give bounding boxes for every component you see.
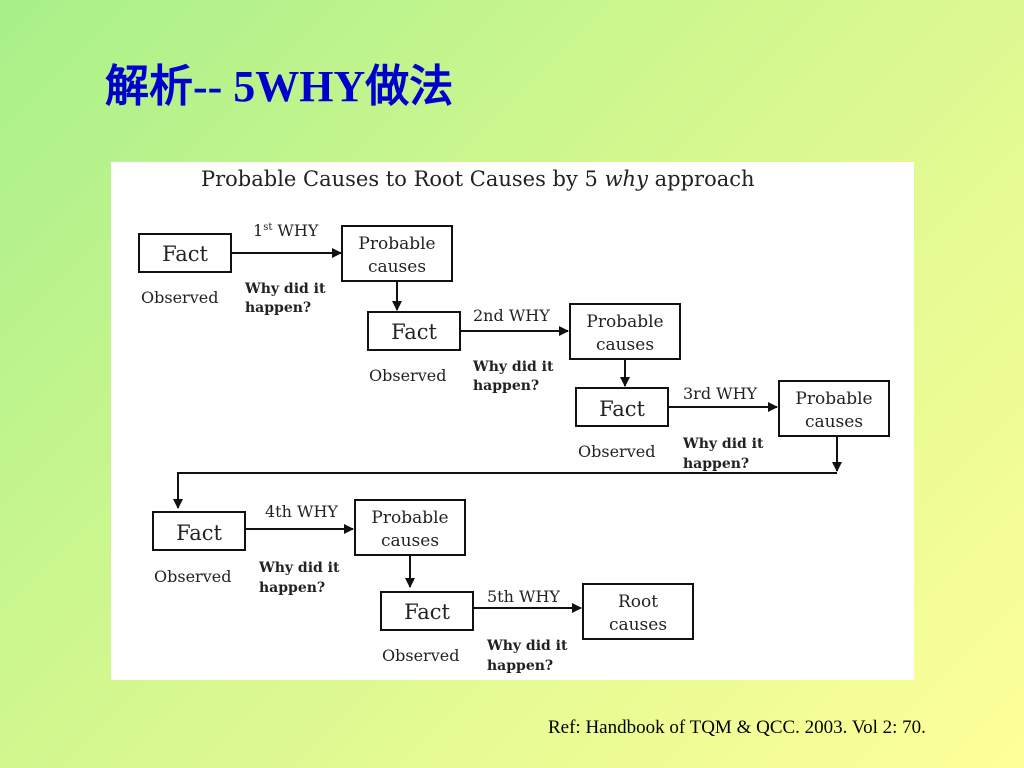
observed-label-1: Observed [141,288,218,307]
fact-label-4: Fact [176,521,222,545]
observed-label-4: Observed [154,567,231,586]
fact-label-5: Fact [404,600,450,624]
question-5-line2: happen? [487,658,553,674]
diagram-panel: Probable Causes to Root Causes by 5 why … [111,162,914,680]
question-1-line2: happen? [245,300,311,316]
observed-label-5: Observed [382,646,459,665]
result-2-line1: Probable [586,312,663,332]
result-4-line1: Probable [371,508,448,528]
result-4-line2: causes [381,531,439,551]
question-4-line2: happen? [259,580,325,596]
result-5-line2: causes [609,615,667,635]
fact-label-1: Fact [162,242,208,266]
why-label-5: 5th WHY [487,587,560,606]
result-1-line1: Probable [358,234,435,254]
root-causes-box [582,583,694,640]
result-5-line1: Root [618,592,658,612]
slide-title: 解析-- 5WHY做法 [105,62,454,111]
result-3-line1: Probable [795,389,872,409]
why-label-4: 4th WHY [265,502,338,521]
five-why-diagram: Probable Causes to Root Causes by 5 why … [138,167,890,674]
observed-label-2: Observed [369,366,446,385]
fact-box-5 [380,591,474,631]
result-2-line2: causes [596,335,654,355]
result-3-line2: causes [805,412,863,432]
question-4-line1: Why did it [258,560,340,576]
probable-causes-box-3 [778,380,890,437]
question-3-line1: Why did it [682,436,764,452]
fact-box-1 [138,233,232,273]
question-3-line2: happen? [683,456,749,472]
observed-label-3: Observed [578,442,655,461]
fact-label-3: Fact [599,397,645,421]
probable-causes-box-1 [341,225,453,282]
diagram-heading: Probable Causes to Root Causes by 5 why … [201,167,755,191]
why-label-1: 1st WHY [253,221,319,240]
fact-label-2: Fact [391,320,437,344]
probable-causes-box-4 [354,499,466,556]
question-2-line2: happen? [473,378,539,394]
why-label-2: 2nd WHY [473,306,550,325]
reference-citation: Ref: Handbook of TQM & QCC. 2003. Vol 2:… [548,717,926,738]
wrap-connector [173,472,837,509]
fact-box-2 [367,311,461,351]
result-1-line2: causes [368,257,426,277]
question-5-line1: Why did it [486,638,568,654]
question-2-line1: Why did it [472,359,554,375]
question-1-line1: Why did it [244,281,326,297]
why-label-3: 3rd WHY [683,384,758,403]
fact-box-4 [152,511,246,551]
